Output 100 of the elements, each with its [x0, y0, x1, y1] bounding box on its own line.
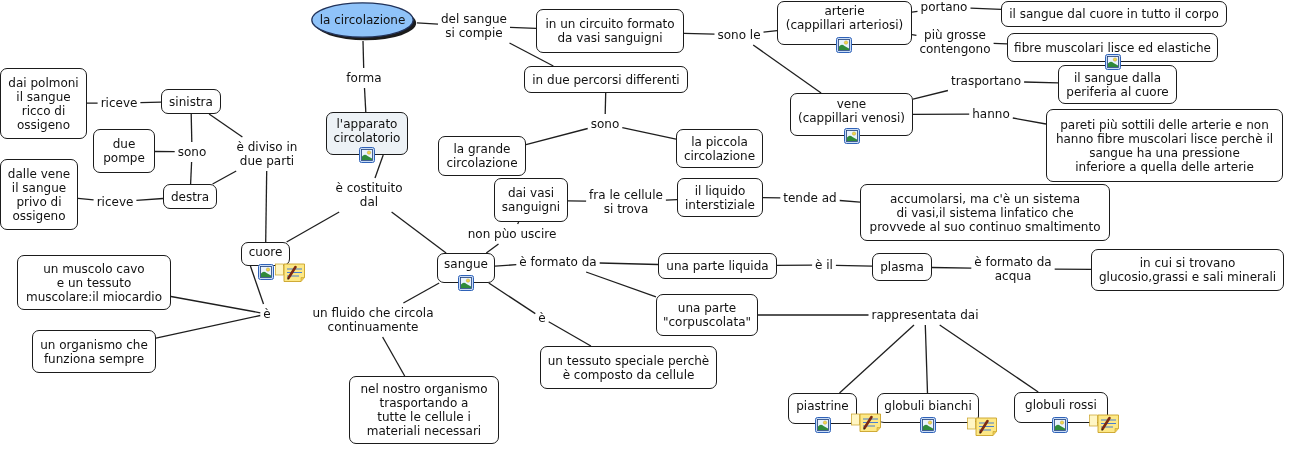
concept-label: fibre muscolari lisce ed elastiche	[1014, 40, 1211, 55]
concept-label: pareti più sottili delle arterie e non hanno fibre muscolari lisce perchè il sangue ha una pressione inferiore a quella delle arterie	[1055, 117, 1274, 174]
linking-phrase: è	[263, 307, 271, 321]
concept-box	[877, 393, 979, 423]
concept-box	[349, 376, 499, 444]
concept-label: accumolarsi, ma c'è un sistema di vasi,il sistema linfatico che provvede al suo continuo smaltimento	[869, 191, 1101, 234]
concept-label: in cui si trovano glucosio,grassi e sali minerali	[1098, 256, 1277, 284]
concept-box	[32, 330, 156, 373]
concept-box	[1014, 392, 1108, 423]
concept-label: globuli bianchi	[884, 399, 972, 413]
concept-label: la piccola circolazione	[683, 134, 756, 163]
linking-phrase: è formato da	[519, 255, 597, 269]
connector-line	[939, 324, 1039, 393]
connector-line	[154, 150, 176, 153]
connector-line	[621, 127, 677, 140]
concept-label: destra	[170, 189, 210, 204]
connector-line	[488, 282, 536, 315]
connector-line	[924, 324, 929, 394]
linking-phrase: sono	[177, 145, 207, 159]
concept-label: cuore	[248, 245, 283, 259]
connector-line	[1054, 268, 1092, 271]
concept-label: la grande circolazione	[446, 142, 518, 170]
connector-line	[211, 170, 237, 185]
connector-line	[665, 198, 678, 201]
connector-line	[911, 10, 919, 13]
connector-line	[390, 211, 447, 254]
connector-line	[835, 264, 873, 267]
connector-line	[912, 113, 970, 115]
connector-line	[1012, 117, 1047, 125]
connector-line	[604, 92, 607, 115]
concept-label: due pompe	[103, 137, 145, 165]
connector-line	[912, 89, 949, 100]
concept-label: una parte "corpuscolata"	[662, 301, 752, 329]
concept-box	[163, 184, 217, 209]
connector-line	[1023, 81, 1059, 84]
connector-line	[86, 102, 99, 104]
linking-phrase: sono	[590, 117, 620, 131]
connector-line	[931, 266, 972, 269]
connector-line	[135, 197, 164, 202]
connector-line	[969, 7, 1002, 10]
connector-line	[190, 113, 193, 143]
concept-box	[1091, 249, 1284, 291]
connector-line	[402, 282, 440, 304]
concept-label: il sangue dal cuore in tutto il corpo	[1009, 7, 1219, 21]
concept-label: arterie (cappillari arteriosi)	[785, 4, 904, 32]
linking-phrase: forma	[346, 71, 382, 85]
linking-phrase: riceve	[100, 96, 138, 110]
concept-label: dalle vene il sangue privo di ossigeno	[7, 166, 71, 223]
concept-box	[93, 129, 155, 173]
concept-label: un muscolo cavo e un tessuto muscolare:il miocardio	[25, 261, 163, 304]
concept-label: il liquido interstiziale	[685, 183, 755, 212]
concept-box	[1058, 65, 1177, 104]
concept-label: sinistra	[169, 94, 213, 109]
connector-line	[683, 32, 716, 35]
concept-label: la circolazione	[319, 12, 406, 29]
concept-box	[0, 68, 87, 139]
connector-line	[285, 211, 340, 243]
concept-label: un tessuto speciale perchè è composto da cellule	[547, 353, 710, 382]
linking-phrase: è formato da acqua	[974, 255, 1052, 283]
concept-label: in due percorsi differenti	[532, 72, 680, 87]
linking-phrase: è costituito dal	[335, 181, 403, 209]
connector-line	[374, 154, 384, 179]
concept-box	[17, 255, 171, 310]
linking-phrase: è	[538, 311, 546, 325]
linking-phrase: portano	[920, 0, 968, 14]
connector-line	[585, 271, 657, 298]
concept-box	[326, 112, 408, 155]
linking-phrase: è diviso in due parti	[236, 140, 298, 168]
connector-line	[381, 336, 406, 377]
concept-box	[0, 159, 78, 230]
concept-box	[1001, 1, 1227, 27]
concept-box	[658, 253, 777, 279]
connector-line	[516, 221, 520, 225]
concept-label: globuli rossi	[1025, 398, 1097, 412]
linking-phrase: rappresentata dai	[871, 308, 979, 322]
connector-line	[249, 265, 265, 305]
concept-box	[677, 178, 763, 217]
concept-box	[494, 178, 568, 222]
concept-box	[524, 66, 688, 93]
connector-line	[189, 161, 193, 185]
concept-box	[656, 294, 758, 336]
connector-line	[170, 295, 261, 314]
concept-box	[241, 242, 290, 266]
concept-box	[788, 393, 857, 424]
concept-box	[676, 129, 763, 168]
concept-box	[1007, 33, 1218, 62]
concept-label: vene (cappillari venosi)	[798, 97, 905, 125]
connector-line	[525, 127, 589, 146]
connector-line	[208, 113, 244, 138]
linking-phrase: sono le	[717, 28, 761, 42]
linking-phrase: fra le cellule si trova	[589, 188, 663, 216]
concept-box	[860, 184, 1110, 241]
linking-phrase: più grosse contengono	[919, 28, 991, 56]
connector-line	[509, 26, 537, 29]
linking-phrase: non pùo uscire	[467, 227, 557, 241]
connector-line	[77, 197, 95, 201]
concept-label: piastrine	[796, 399, 849, 413]
concept-label: nel nostro organismo trasportando a tutte le cellule i materiali necessari	[360, 382, 488, 438]
concept-box	[790, 93, 913, 136]
connector-line	[265, 170, 268, 243]
